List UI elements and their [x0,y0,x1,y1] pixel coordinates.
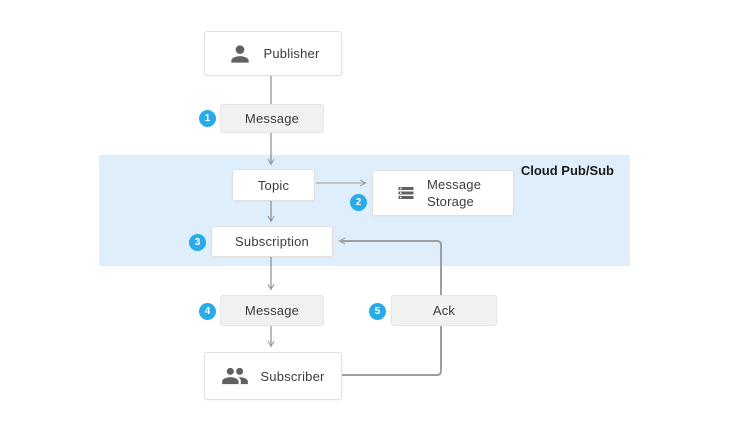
node-label: Message [244,303,300,318]
step-badge-4: 4 [199,303,216,320]
node-label: Publisher [263,46,320,61]
node-label: Message Storage [427,177,482,209]
person-icon [227,41,253,67]
node-ack: Ack [391,295,497,326]
cloud-pubsub-region [99,155,630,266]
node-message-published: Message [220,104,324,133]
step-badge-1: 1 [199,110,216,127]
node-publisher: Publisher [204,31,342,76]
node-label: Message [244,111,300,126]
node-subscriber: Subscriber [204,352,342,400]
people-icon [221,362,249,390]
node-label: Topic [257,177,290,193]
node-topic: Topic [232,169,315,201]
node-subscription: Subscription [211,226,333,257]
node-label: Ack [432,303,456,318]
node-label: Subscriber [260,368,325,384]
node-message-delivered: Message [220,295,324,326]
region-title: Cloud Pub/Sub [520,163,614,178]
storage-icon [397,184,415,202]
step-badge-3: 3 [189,234,206,251]
node-message-storage: Message Storage [372,170,514,216]
node-label: Subscription [235,234,309,249]
step-badge-2: 2 [350,194,367,211]
step-badge-5: 5 [369,303,386,320]
